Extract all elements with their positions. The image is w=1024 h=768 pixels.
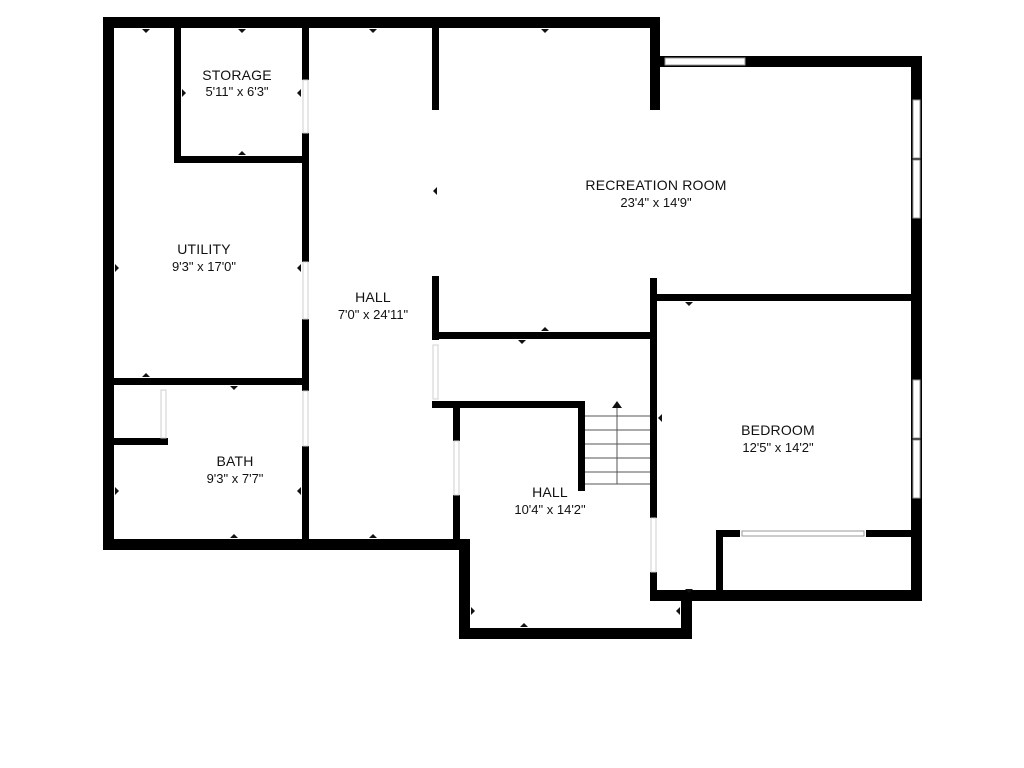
wall-storage-left xyxy=(174,24,181,163)
wall-bedroom-closet-top-a xyxy=(716,530,740,537)
wall-right xyxy=(911,56,922,601)
wall-rec-top xyxy=(650,56,922,67)
wall-bedroom-left-lower xyxy=(650,398,657,518)
door-closet xyxy=(160,389,167,439)
wall-lower-hall-inner-b xyxy=(453,495,460,545)
wall-rec-notch xyxy=(650,17,660,110)
wall-hall-left-b xyxy=(302,133,309,262)
door-lower-hall xyxy=(453,440,460,496)
room-name-utility: UTILITY xyxy=(177,241,231,257)
wall-corridor-bottom xyxy=(432,401,585,408)
room-size-storage: 5'11" x 6'3" xyxy=(205,84,268,99)
window-rec-right-1 xyxy=(912,99,921,159)
wall-lower-hall-inner-a xyxy=(453,404,460,441)
walls xyxy=(103,17,922,639)
dimension-markers xyxy=(115,29,693,627)
room-name-bath: BATH xyxy=(216,453,253,469)
room-size-bedroom: 12'5" x 14'2" xyxy=(742,440,814,455)
wall-storage-bottom xyxy=(174,156,309,163)
wall-hall-right-b xyxy=(432,276,439,340)
wall-bottom-left xyxy=(103,539,470,550)
wall-bedroom-left-bottom xyxy=(650,572,657,596)
wall-utility-bottom xyxy=(108,378,308,385)
windows xyxy=(664,57,921,537)
window-rec-right-2 xyxy=(912,159,921,219)
wall-rec-bottom xyxy=(655,294,915,301)
room-size-hall-left: 7'0" x 24'11" xyxy=(338,307,409,322)
window-bed-right-2 xyxy=(912,439,921,499)
room-name-hall-lower: HALL xyxy=(532,484,568,500)
wall-bedroom-bottom xyxy=(650,590,922,601)
room-name-bedroom: BEDROOM xyxy=(741,422,815,438)
wall-hall-left-a xyxy=(302,24,309,80)
wall-stair-left xyxy=(578,401,585,491)
room-name-recreation-room: RECREATION ROOM xyxy=(585,177,726,193)
wall-hall-left-c xyxy=(302,319,309,391)
door-storage xyxy=(302,79,309,134)
window-closet-top xyxy=(741,530,865,537)
room-size-utility: 9'3" x 17'0" xyxy=(172,259,236,274)
room-name-hall-left: HALL xyxy=(355,289,391,305)
wall-lower-hall-bottom xyxy=(459,628,692,639)
wall-hall-right-a xyxy=(432,24,439,110)
wall-closet-bottom xyxy=(108,438,168,445)
wall-hall-left-d xyxy=(302,446,309,546)
window-rec-top xyxy=(664,57,746,66)
staircase xyxy=(585,401,650,485)
stairs-arrow-icon xyxy=(612,401,622,408)
wall-bedroom-closet-top-b xyxy=(866,530,916,537)
window-bed-right-1 xyxy=(912,379,921,439)
room-size-hall-lower: 10'4" x 14'2" xyxy=(514,502,586,517)
wall-bedroom-closet-left xyxy=(716,530,723,596)
wall-lower-hall-right xyxy=(681,590,692,639)
room-size-recreation-room: 23'4" x 14'9" xyxy=(620,195,692,210)
room-name-storage: STORAGE xyxy=(202,67,272,83)
wall-corridor-top xyxy=(436,332,655,339)
door-utility xyxy=(302,261,309,320)
door-bedroom xyxy=(650,517,657,573)
wall-left xyxy=(103,17,114,550)
door-openings xyxy=(160,79,657,573)
room-size-bath: 9'3" x 7'7" xyxy=(207,471,264,486)
room-labels: STORAGE 5'11" x 6'3" UTILITY 9'3" x 17'0… xyxy=(172,67,815,517)
door-bath xyxy=(302,390,309,447)
wall-lower-hall-left xyxy=(459,539,470,639)
wall-top xyxy=(103,17,660,28)
door-corridor xyxy=(432,344,439,400)
